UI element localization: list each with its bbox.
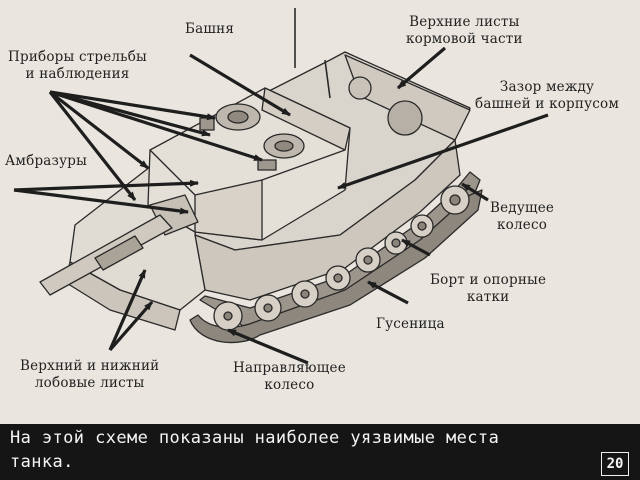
label-sights-line2: и наблюдения [25,66,130,82]
gunner-hatch [274,140,294,152]
arrow-sights [48,91,137,201]
periscope [199,117,215,131]
page-number: 20 [601,452,629,476]
arrow-embrasures [13,179,199,192]
arrow-embrasures [13,188,189,215]
label-embrasures: Амбразуры [5,153,88,169]
label-gap: Зазор между башней и корпусом [475,79,619,113]
label-drive-wheel-line2: колесо [497,217,548,233]
turret-edge [261,149,346,181]
label-gap-line2: башней и корпусом [475,96,620,112]
arrow-idler [227,328,309,365]
label-front-plates: Верхний и нижний лобовые листы [20,358,159,392]
cupola-hatch [227,110,249,124]
label-idler-line2: колесо [264,377,315,393]
label-rear-plates-line2: кормовой части [406,31,523,47]
label-sights: Приборы стрельбы и наблюдения [8,49,147,83]
label-gap-line1: Зазор между [499,79,595,95]
label-front-plates-line2: лобовые листы [34,375,145,391]
turret-antenna [324,59,331,99]
arrow-front-plates [108,269,147,351]
arrow-drive-wheel [461,182,489,202]
label-front-plates-line1: Верхний и нижний [20,358,160,374]
arrow-sights [49,90,263,162]
sight-box [257,159,277,171]
tank-diagram [13,8,549,365]
fume-extractor [94,235,144,271]
label-sights-line1: Приборы стрельбы [8,49,148,65]
turret-edge-2 [149,149,196,196]
arrow-sights [49,90,216,121]
label-drive-wheel: Ведущее колесо [490,200,554,234]
label-idler: Направляющее колесо [233,360,346,394]
arrow-rear-plates [396,46,447,90]
tank-drawing [39,8,483,344]
label-side-line2: катки [466,289,510,305]
caption-bar [0,424,640,480]
arrow-gap [337,113,549,190]
pointer-arrows [13,46,549,365]
label-side: Борт и опорные катки [430,272,546,306]
arrow-track [367,280,409,305]
caption-line1: На этой схеме показаны наиболее уязвимые… [10,428,500,448]
arrow-side [401,238,431,257]
label-turret: Башня [185,21,235,37]
caption-line2: танка. [10,452,74,472]
rear-grille [387,100,423,136]
wheel-hubs [223,194,461,321]
arrow-front-plates [108,300,154,352]
arrow-sights [49,90,149,170]
rear-hatch [348,76,372,100]
label-drive-wheel-line1: Ведущее [490,200,555,216]
label-idler-line1: Направляющее [233,360,346,376]
arrow-turret [189,53,291,117]
label-side-line1: Борт и опорные [430,272,547,288]
label-rear-plates: Верхние листы кормовой части [406,14,523,48]
hull-side [194,139,461,301]
label-track: Гусеница [376,316,445,332]
label-rear-plates-line1: Верхние листы [409,14,520,30]
